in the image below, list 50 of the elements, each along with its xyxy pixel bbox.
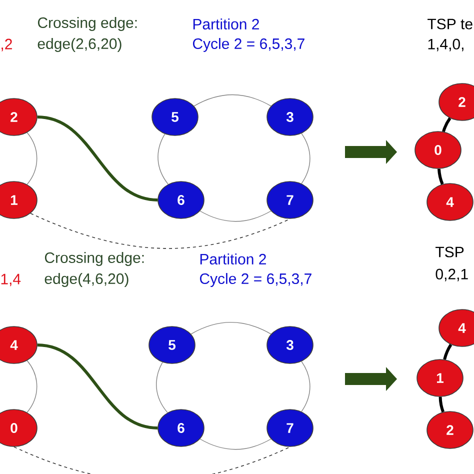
graph-vertex: 4 [0,326,38,364]
graph-vertex: 7 [266,409,314,447]
graph-vertex: 0 [0,409,38,447]
caption-text: edge(4,6,20) [44,273,128,287]
crossing-edge [37,116,158,202]
caption-text: 1,4 [1,274,21,286]
cycle-edge [26,132,38,185]
graph-vertex: 5 [148,326,196,364]
cycle-edge [200,438,272,450]
caption-text: Crossing edge: [44,252,144,266]
graph-vertex: 4 [438,309,474,347]
graph-vertex: 7 [266,181,314,219]
caption-text: Partition 2 [193,18,259,30]
caption-text: Cycle 2 = 6,5,3,7 [200,273,312,287]
caption-text: ,2 [2,38,12,52]
graph-vertex: 6 [158,181,204,219]
cycle-edge [190,322,272,334]
graph-vertex: 1 [0,181,38,219]
cycle-edge [26,360,38,413]
tour-edge [443,344,452,360]
cycle-edge [156,362,168,413]
graph-vertex: 3 [266,326,314,364]
tour-edge [442,117,452,132]
caption-text: 0,2,1 [436,268,468,282]
dashed-edge [14,446,290,474]
caption-text: 1,4,0, [428,38,464,52]
graph-vertex: 3 [266,98,314,136]
graph-vertex: 6 [158,409,204,447]
graph-vertex: 2 [0,98,38,136]
graph-vertex: 4 [426,183,474,221]
dashed-edge [30,212,290,249]
graph-vertex: 2 [426,411,474,449]
crossing-edge [37,344,158,430]
tour-edge [438,168,444,185]
cycle-edge [194,94,272,106]
graph-vertex: 5 [152,98,198,136]
cycle-edge [158,134,168,185]
cycle-edge [301,361,310,412]
caption-text: TSP te [428,18,472,30]
caption-text: Crossing edge: [38,17,137,31]
caption-text: edge(2,6,20) [38,38,122,52]
cycle-edge [200,210,272,222]
graph-vertex: 1 [416,359,464,397]
graph-vertex: 0 [414,131,462,169]
graph-vertex: 2 [438,83,474,121]
tour-edge [438,396,445,412]
caption-text: Partition 2 [200,254,266,264]
cycle-edge [301,133,310,184]
caption-text: TSP [436,246,464,258]
caption-text: Cycle 2 = 6,5,3,7 [192,38,304,52]
